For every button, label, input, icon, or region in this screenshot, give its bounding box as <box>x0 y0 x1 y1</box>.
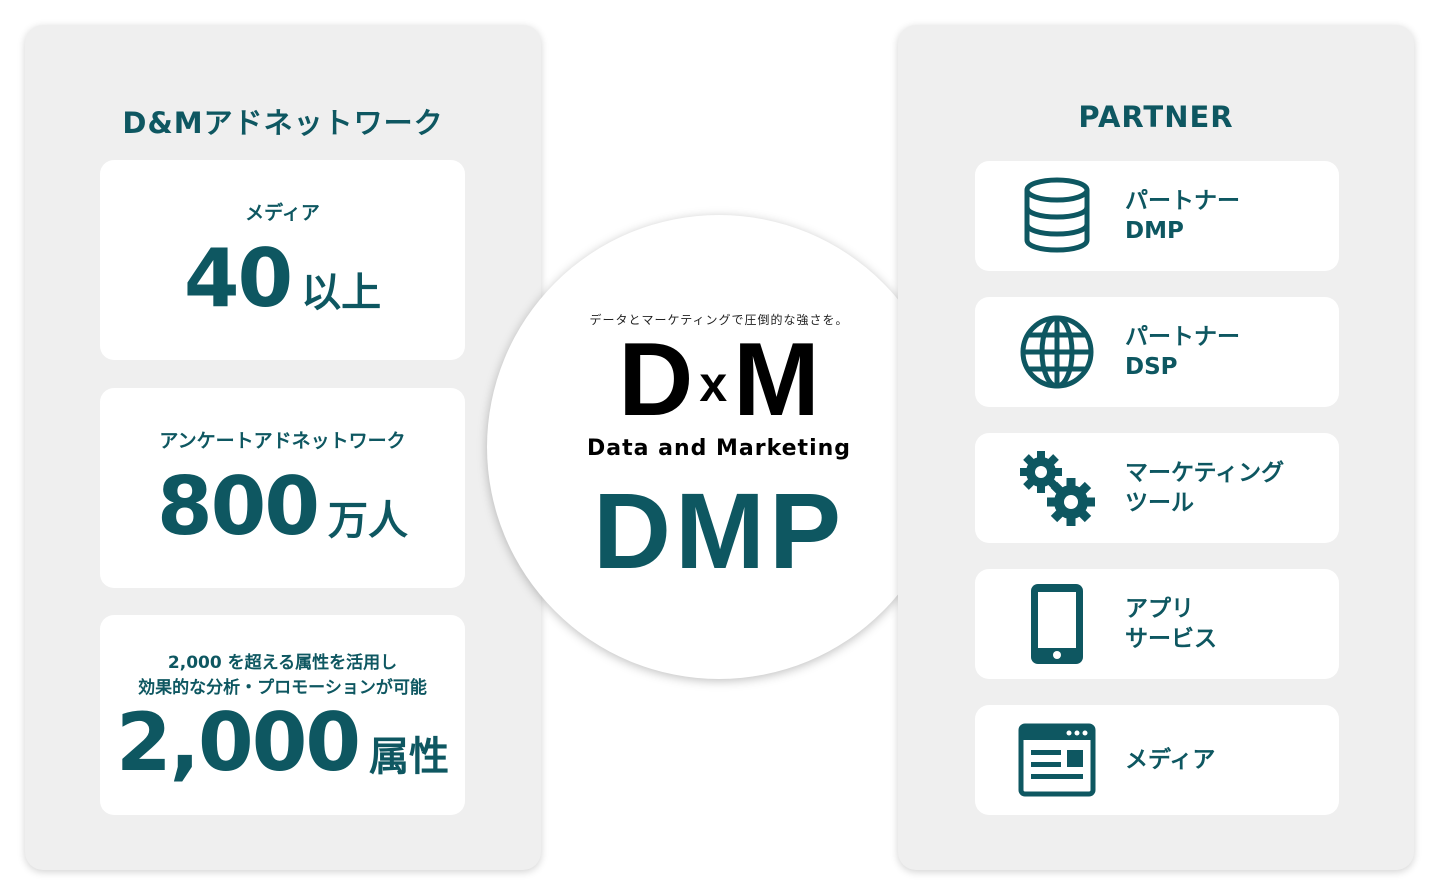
gears-icon <box>1020 451 1095 526</box>
logo-d: D <box>618 322 694 438</box>
card-label: メディア <box>245 202 320 224</box>
label-line: ツール <box>1125 490 1194 516</box>
label-line: サービス <box>1125 626 1217 652</box>
card-label: 2,000 を超える属性を活用し効果的な分析・プロモーションが可能 <box>100 651 465 701</box>
logo-x: x <box>699 356 728 412</box>
logo-m: M <box>733 322 820 438</box>
partner-dmp-card: パートナー DMP <box>975 161 1339 271</box>
label-line: アプリ <box>1125 596 1194 622</box>
browser-icon <box>1018 723 1096 797</box>
value-number: 800 <box>157 460 320 553</box>
dmp-title: DMP <box>593 470 845 591</box>
media-card: メディア <box>975 705 1339 815</box>
label-line: パートナー <box>1125 324 1240 350</box>
label-line: 効果的な分析・プロモーションが可能 <box>138 678 427 698</box>
globe-icon <box>1020 315 1094 389</box>
database-icon <box>1024 177 1090 253</box>
label-line: DMP <box>1125 218 1184 244</box>
partner-panel: PARTNER パートナー DMP パートナー DSP マーケティングツール アプリ… <box>898 25 1414 870</box>
label-line: 2,000 を超える属性を活用し <box>167 653 398 673</box>
item-label: メディア <box>1125 705 1215 815</box>
value-unit: 以上 <box>301 270 382 316</box>
app-services-card: アプリサービス <box>975 569 1339 679</box>
card-label: アンケートアドネットワーク <box>159 430 406 452</box>
value-unit: 万人 <box>328 498 408 544</box>
logo-subtitle: Data and Marketing <box>586 436 852 461</box>
item-label: アプリサービス <box>1125 569 1217 679</box>
item-label: パートナー DMP <box>1125 161 1240 271</box>
partner-dsp-card: パートナー DSP <box>975 297 1339 407</box>
tagline: データとマーケティングで圧倒的な強さを。 <box>589 313 849 327</box>
label-line: DSP <box>1125 354 1178 380</box>
panel-title: PARTNER <box>1078 100 1234 134</box>
value-unit: 属性 <box>369 734 450 780</box>
label-line: パートナー <box>1125 188 1240 214</box>
smartphone-icon <box>1031 584 1083 664</box>
value-number: 40 <box>183 232 293 325</box>
panel-title: D&Mアドネットワーク <box>122 106 444 140</box>
item-label: マーケティングツール <box>1125 433 1284 543</box>
label-line: マーケティング <box>1125 460 1285 486</box>
value-number: 2,000 <box>115 696 361 789</box>
item-label: パートナー DSP <box>1125 297 1240 407</box>
label-line: メディア <box>1125 747 1216 773</box>
marketing-tools-card: マーケティングツール <box>975 433 1339 543</box>
